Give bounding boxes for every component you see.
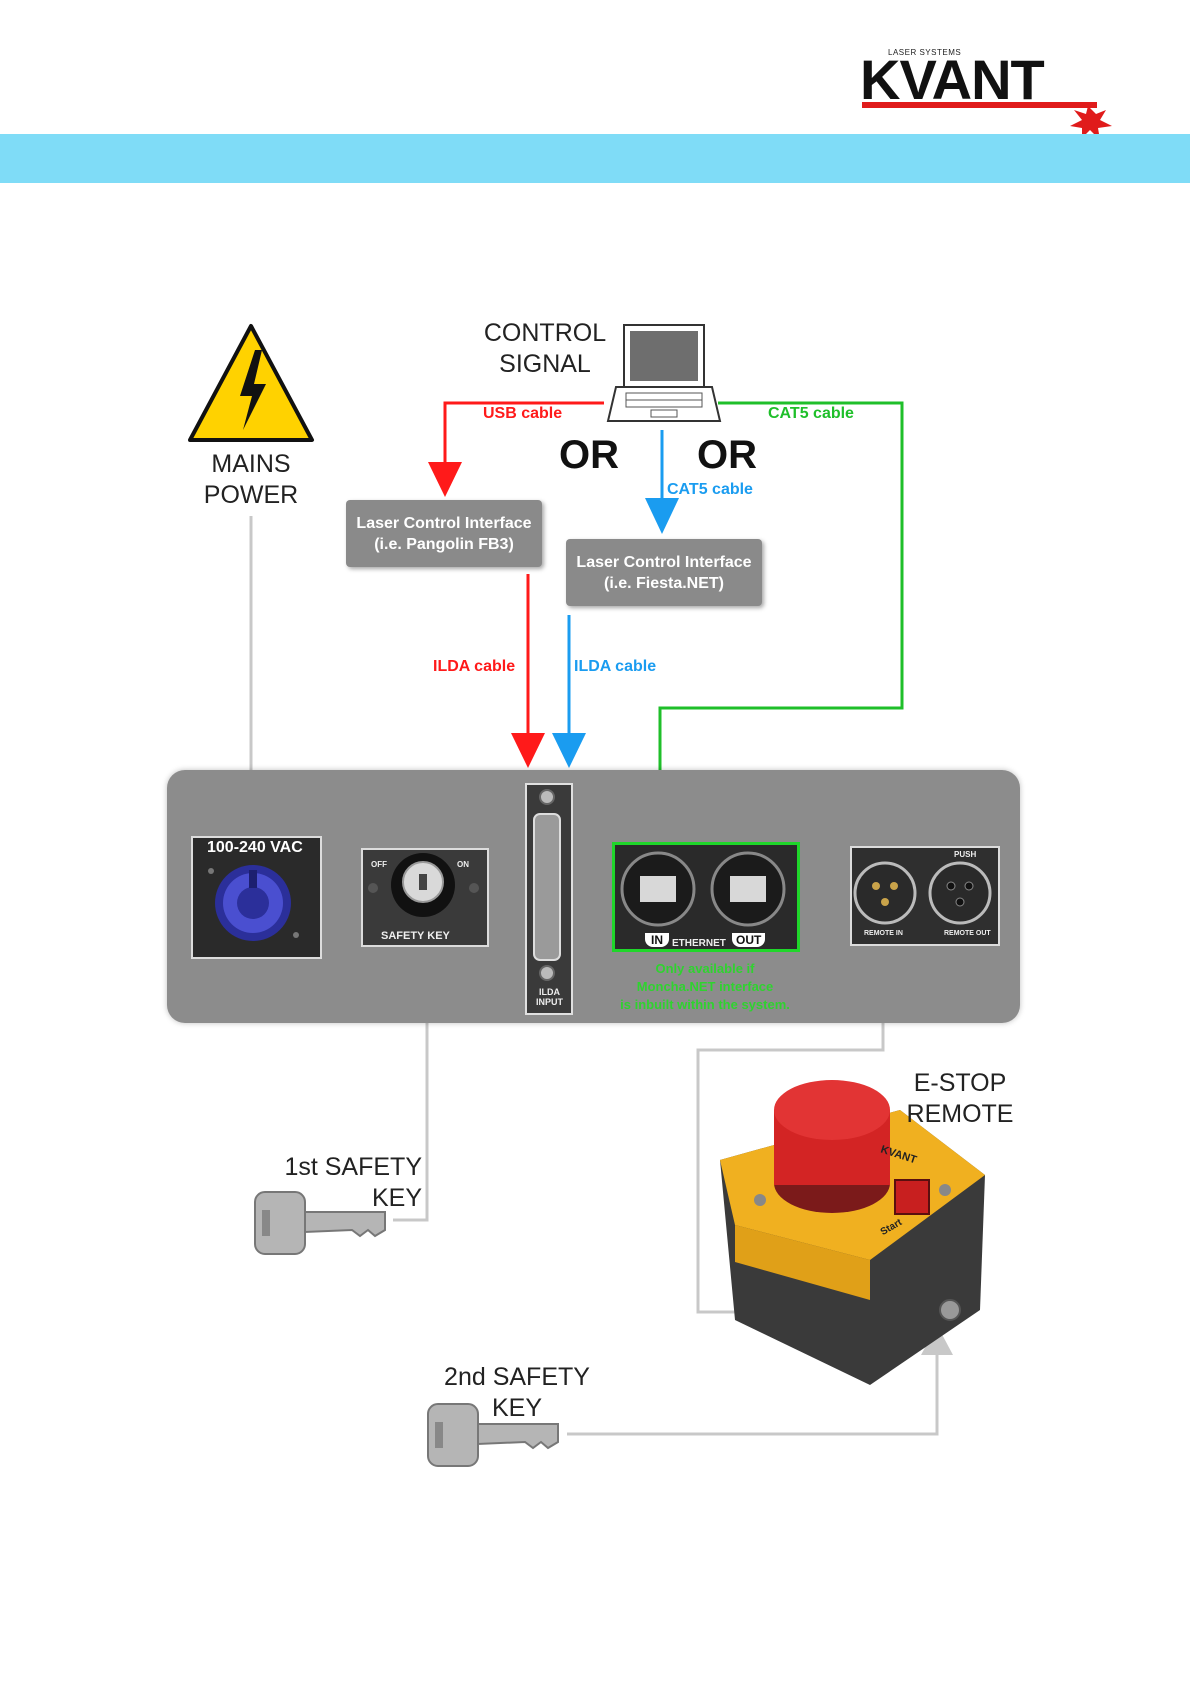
laser-burst-icon bbox=[1070, 106, 1112, 134]
green-lines bbox=[658, 401, 904, 805]
estop-remote-label: E-STOP REMOTE bbox=[890, 1068, 1030, 1130]
ilda-red-label: ILDA cable bbox=[433, 658, 516, 675]
or-left: OR bbox=[559, 433, 619, 477]
ilda-label-line2: INPUT bbox=[536, 997, 563, 1007]
powercon-connector bbox=[208, 865, 299, 941]
cat5-green-line bbox=[658, 401, 904, 805]
control-signal-line1: CONTROL bbox=[483, 319, 607, 347]
first-safety-key-label: 1st SAFETY KEY bbox=[262, 1152, 422, 1214]
estop-line2: REMOTE bbox=[906, 1100, 1014, 1128]
blue-arrowheads bbox=[552, 498, 679, 768]
header-banner bbox=[0, 134, 1190, 183]
moncha-note: Only available if Moncha.NET interface i… bbox=[598, 960, 812, 1014]
key-on-label: ON bbox=[457, 860, 469, 869]
ilda-label-line1: ILDA bbox=[539, 987, 560, 997]
mains-power-line2: POWER bbox=[203, 481, 299, 509]
lci-right-line1: Laser Control Interface bbox=[576, 554, 752, 571]
usb-line bbox=[443, 401, 604, 462]
db25-connector bbox=[533, 789, 561, 981]
laptop-icon bbox=[606, 324, 722, 422]
usb-cable-label: USB cable bbox=[483, 405, 563, 422]
estop-box-illustration bbox=[720, 1080, 985, 1385]
first-key-icon bbox=[254, 1191, 386, 1255]
high-voltage-warning-icon bbox=[188, 324, 314, 442]
lci-left-line1: Laser Control Interface bbox=[356, 515, 532, 532]
ethernet-jacks bbox=[620, 851, 786, 927]
blue-lines bbox=[567, 430, 664, 737]
second-key-line bbox=[567, 1345, 939, 1436]
first-key-line2: KEY bbox=[371, 1184, 422, 1212]
logo-wordmark: KVANT bbox=[860, 48, 1045, 111]
key-off-label: OFF bbox=[371, 860, 387, 869]
estop-line1: E-STOP bbox=[913, 1069, 1007, 1097]
control-signal-label: CONTROL SIGNAL bbox=[470, 318, 620, 380]
mains-power-line1: MAINS bbox=[211, 450, 291, 478]
ilda-input-label: ILDA INPUT bbox=[536, 987, 563, 1007]
kvant-logo: LASER SYSTEMS KVANT bbox=[860, 44, 1130, 134]
note-line3: is inbuilt within the system. bbox=[620, 997, 790, 1012]
second-key-line2: KEY bbox=[491, 1394, 543, 1422]
laser-control-interface-fiesta: Laser Control Interface (i.e. Fiesta.NET… bbox=[566, 539, 762, 606]
second-key-icon bbox=[427, 1403, 559, 1467]
remote-out-label: REMOTE OUT bbox=[944, 930, 991, 937]
remote-in-label: REMOTE IN bbox=[864, 930, 903, 937]
red-lines bbox=[443, 401, 604, 737]
first-key-line bbox=[393, 975, 429, 1222]
lci-right-line2: (i.e. Fiesta.NET) bbox=[603, 575, 725, 592]
ilda-blue-label: ILDA cable bbox=[574, 658, 657, 675]
second-key-line1: 2nd SAFETY bbox=[444, 1363, 590, 1391]
or-right: OR bbox=[697, 433, 757, 477]
red-arrowheads bbox=[428, 462, 545, 768]
second-safety-key-label: 2nd SAFETY KEY bbox=[432, 1362, 602, 1424]
control-signal-line2: SIGNAL bbox=[499, 350, 591, 378]
logo-subtitle: LASER SYSTEMS bbox=[888, 48, 962, 57]
laser-control-interface-fb3: Laser Control Interface (i.e. Pangolin F… bbox=[346, 500, 542, 567]
key-switch bbox=[368, 853, 479, 917]
mains-power-label: MAINS POWER bbox=[181, 449, 321, 511]
power-label: 100-240 VAC bbox=[207, 839, 303, 856]
ethernet-out-label: OUT bbox=[732, 933, 766, 947]
cat5-blue-label: CAT5 cable bbox=[667, 481, 753, 498]
lci-left-line2: (i.e. Pangolin FB3) bbox=[374, 536, 514, 553]
ethernet-in-label: IN bbox=[645, 933, 669, 947]
push-label: PUSH bbox=[954, 850, 977, 859]
xlr-connectors bbox=[853, 861, 992, 925]
logo-underline bbox=[862, 102, 1097, 108]
note-line1: Only available if bbox=[655, 961, 755, 976]
safety-key-label: SAFETY KEY bbox=[381, 930, 450, 942]
cat5-green-label: CAT5 cable bbox=[768, 405, 854, 422]
first-key-line1: 1st SAFETY bbox=[284, 1153, 422, 1181]
ethernet-label: ETHERNET bbox=[672, 938, 726, 949]
note-line2: Moncha.NET interface bbox=[636, 979, 774, 994]
